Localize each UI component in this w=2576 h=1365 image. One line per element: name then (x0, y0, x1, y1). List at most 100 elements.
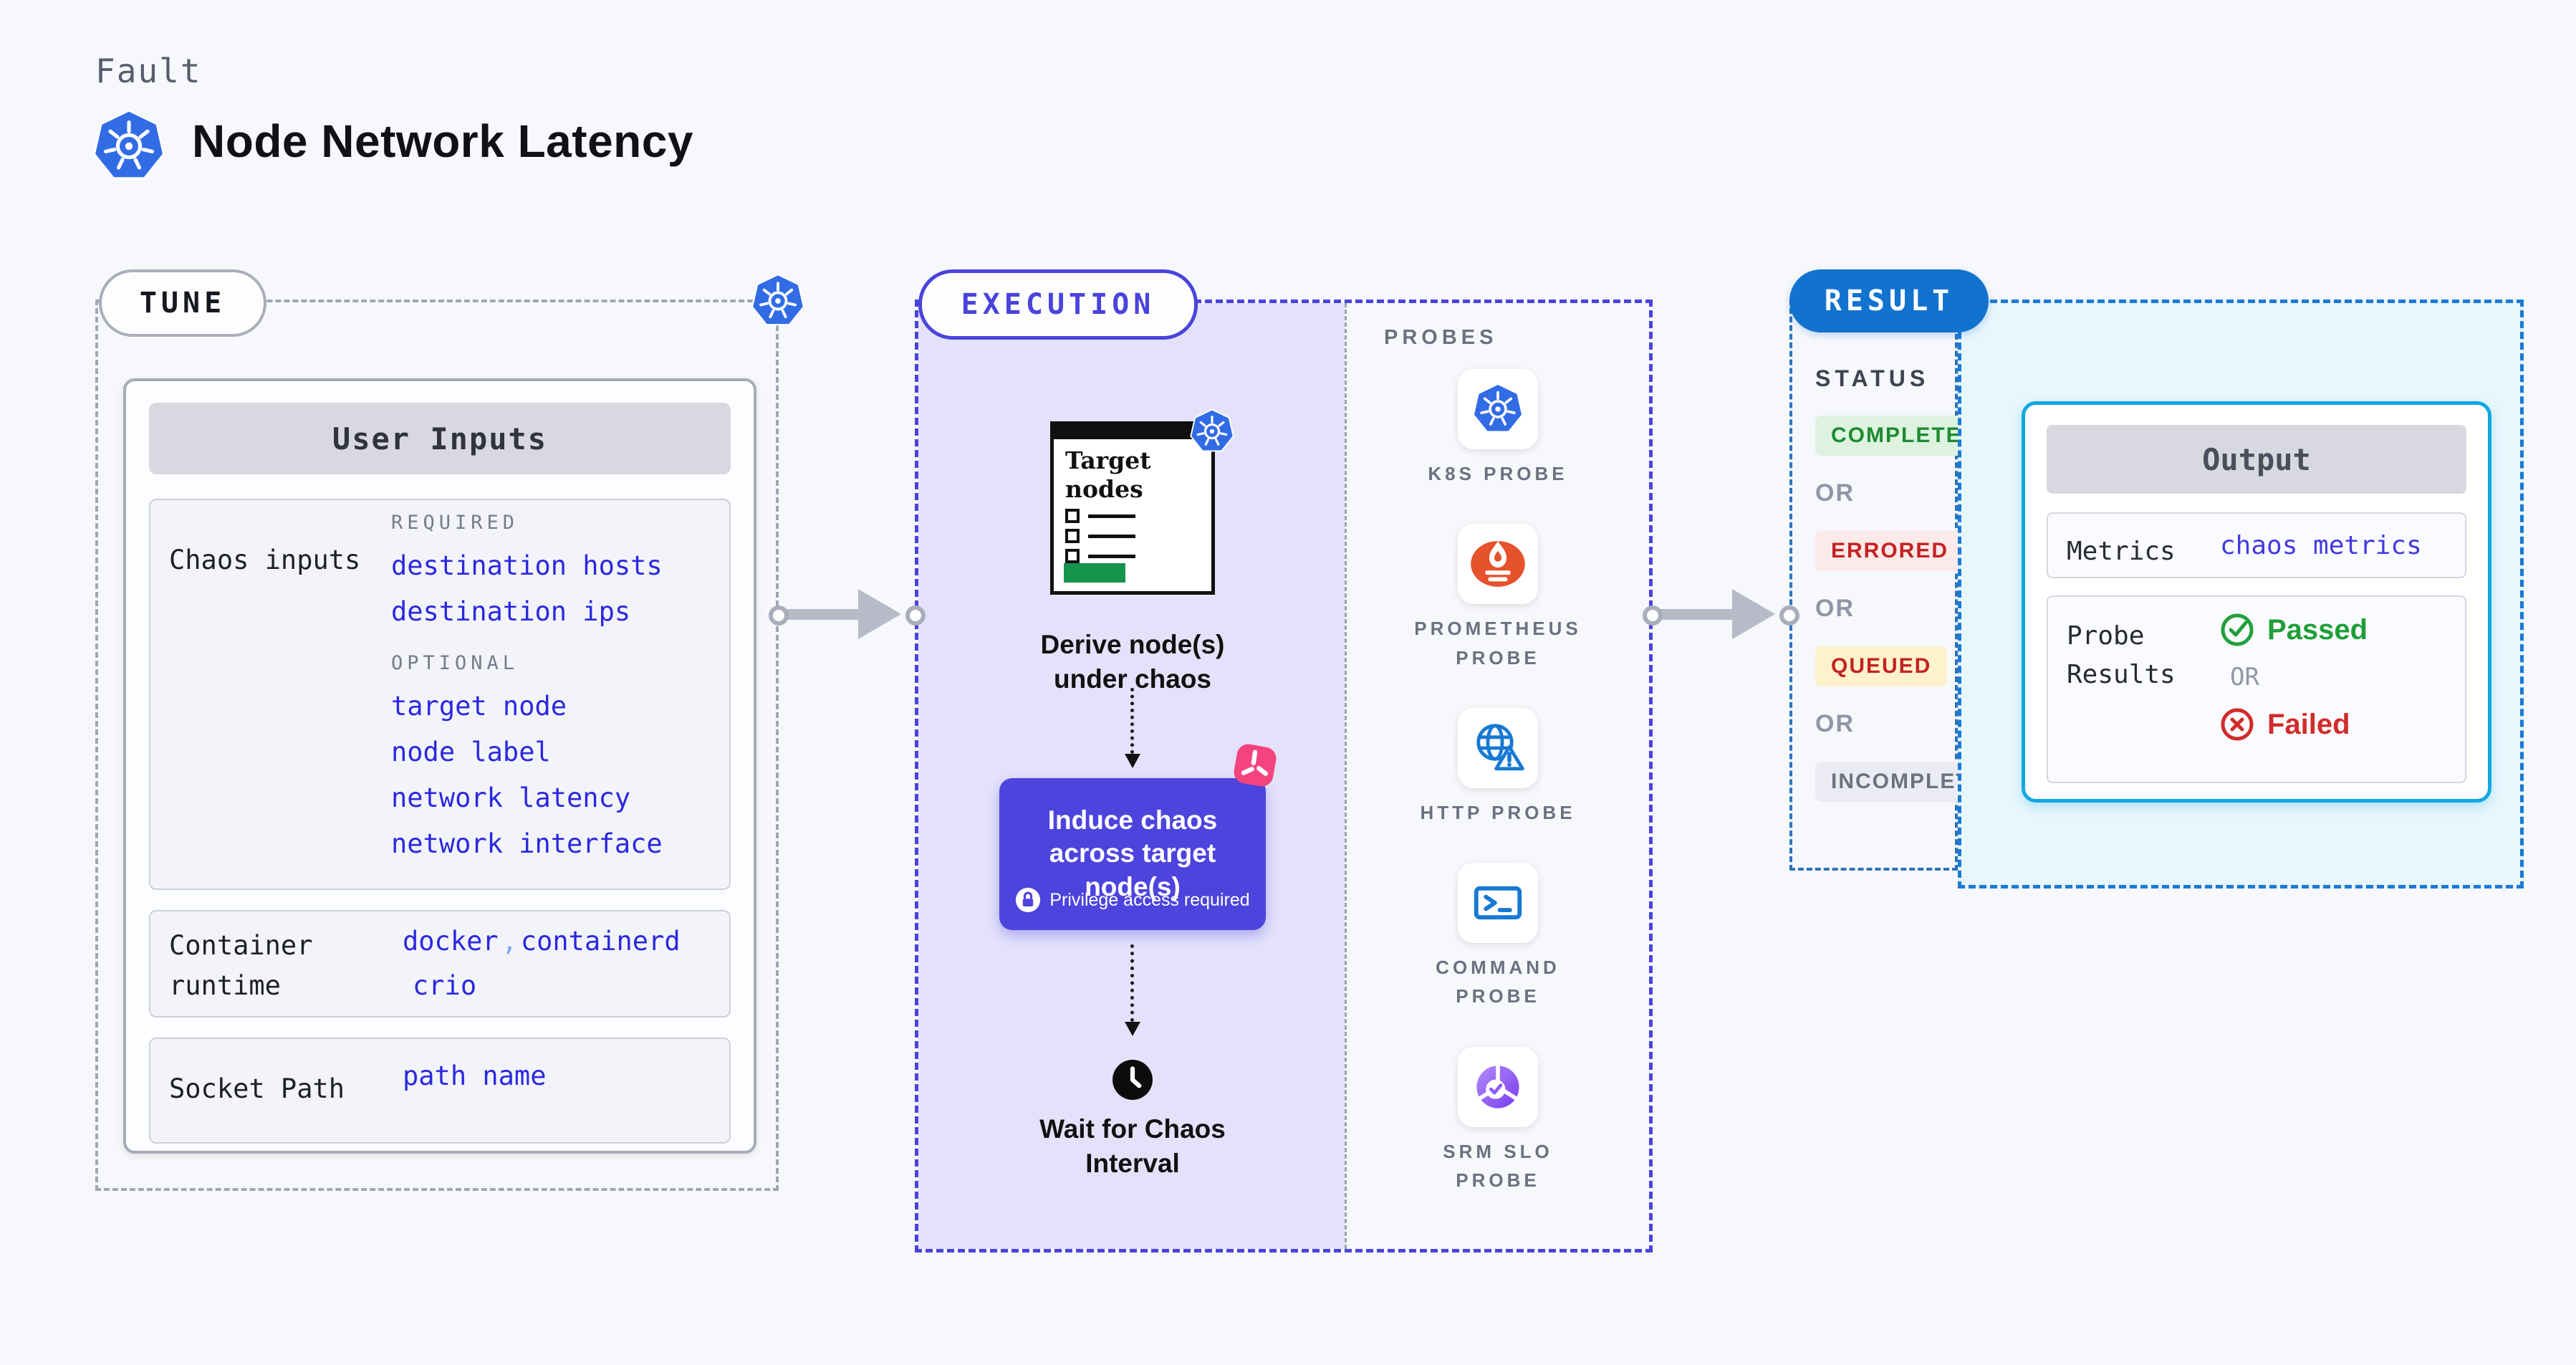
failed-label: Failed (2267, 708, 2350, 740)
optional-label: OPTIONAL (391, 652, 519, 674)
metrics-label: Metrics (2067, 537, 2176, 566)
failed-result: Failed (2220, 707, 2368, 742)
checkbox-icon (1065, 529, 1080, 544)
http-globe-icon (1469, 719, 1527, 777)
link-crio[interactable]: crio (413, 970, 477, 1001)
execution-section-box: PROBES K8S PROBE PROMETHEUS PROBE (915, 300, 1653, 1253)
prometheus-icon (1468, 534, 1528, 594)
connector-dot (905, 605, 926, 626)
text-line (1088, 554, 1135, 558)
required-label: REQUIRED (391, 512, 519, 534)
probes-label: PROBES (1384, 326, 1498, 349)
probe-label: COMMAND PROBE (1436, 957, 1560, 1007)
terminal-icon (1468, 873, 1528, 933)
wait-interval-label: Wait for Chaos Interval (1039, 1114, 1226, 1179)
passed-result: Passed (2220, 613, 2368, 647)
socket-path-row: Socket Path path name (149, 1038, 731, 1144)
link-docker[interactable]: docker (403, 926, 499, 957)
probe-results-label: Probe Results (2067, 621, 2176, 689)
status-badge-errored: ERRORED (1815, 531, 1965, 571)
probe-label: SRM SLO PROBE (1443, 1140, 1553, 1192)
probe-label: K8S PROBE (1428, 463, 1568, 484)
slo-pie-icon (1469, 1058, 1527, 1116)
runtime-comma: , (501, 926, 518, 957)
probe-card (1458, 863, 1538, 944)
link-containerd[interactable]: containerd (520, 926, 681, 957)
kubernetes-icon (1471, 382, 1524, 436)
chaos-metrics-link[interactable]: chaos metrics (2220, 531, 2422, 560)
link-path-name[interactable]: path name (403, 1060, 547, 1091)
arrow-tune-to-execution (782, 609, 862, 620)
result-badge: RESULT (1789, 269, 1989, 332)
probes-panel: PROBES K8S PROBE PROMETHEUS PROBE (1345, 303, 1649, 1249)
or-separator: OR (1815, 479, 1855, 507)
tune-section-box (95, 300, 779, 1191)
probes-list: K8S PROBE PROMETHEUS PROBE HTTP PROBE (1347, 369, 1649, 1194)
flow-arrow-head (1125, 754, 1140, 768)
privilege-note-text: Privilege access required (1049, 889, 1250, 910)
kubernetes-icon (1188, 408, 1236, 455)
flow-arrow-head (1125, 1022, 1140, 1036)
flow-dotted-line (1130, 944, 1134, 1022)
chaos-inputs-row: Chaos inputs REQUIRED destination hosts … (149, 499, 731, 890)
link-target-node[interactable]: target node (391, 691, 567, 722)
kubernetes-corner-icon (749, 272, 807, 330)
checkbox-icon (1065, 509, 1080, 524)
checkbox-row (1065, 509, 1211, 524)
user-inputs-header: User Inputs (149, 403, 731, 474)
metrics-row: Metrics chaos metrics (2047, 512, 2466, 578)
link-network-latency[interactable]: network latency (391, 782, 631, 813)
induce-chaos-title: Induce chaos across target node(s) (1047, 805, 1218, 901)
check-circle-icon (2220, 613, 2254, 647)
green-status-bar (1064, 563, 1125, 583)
probe-label: PROMETHEUS PROBE (1414, 618, 1582, 669)
link-destination-hosts[interactable]: destination hosts (391, 550, 663, 581)
probe-results-row: Probe Results Passed OR Failed (2047, 595, 2466, 783)
tune-badge: TUNE (99, 269, 266, 337)
output-card: Output Metrics chaos metrics Probe Resul… (2022, 401, 2491, 803)
probe-item-http: HTTP PROBE (1405, 707, 1591, 827)
privilege-note: Privilege access required (999, 887, 1266, 913)
kubernetes-logo-icon (90, 107, 168, 185)
link-network-interface[interactable]: network interface (391, 828, 663, 859)
checkbox-row (1065, 529, 1211, 544)
doc-titlebar (1054, 425, 1211, 439)
text-line (1088, 534, 1135, 538)
container-runtime-row: Container runtime docker , containerd cr… (149, 910, 731, 1017)
probe-card (1458, 1046, 1538, 1127)
x-circle-icon (2220, 707, 2254, 742)
checkbox-row (1065, 549, 1211, 564)
or-separator: OR (1815, 710, 1855, 737)
container-runtime-label: Container runtime (169, 930, 313, 1001)
user-inputs-panel: User Inputs Chaos inputs REQUIRED destin… (123, 378, 756, 1154)
clock-icon (1112, 1059, 1153, 1101)
connector-dot (1779, 605, 1799, 626)
derive-nodes-label: Derive node(s) under chaos (1040, 630, 1225, 694)
chaos-inputs-label: Chaos inputs (169, 545, 361, 575)
passed-label: Passed (2267, 613, 2368, 646)
arrow-execution-to-result (1658, 609, 1734, 620)
connector-dot (1643, 605, 1663, 626)
or-separator: OR (2230, 663, 2259, 691)
status-label: STATUS (1815, 365, 1930, 391)
target-nodes-graphic: Target nodes (1050, 421, 1215, 595)
arrow-head (858, 589, 901, 639)
probe-card (1458, 524, 1538, 605)
probe-card (1458, 369, 1538, 449)
output-header: Output (2047, 425, 2466, 494)
link-node-label[interactable]: node label (391, 737, 551, 767)
status-badge-queued: QUEUED (1815, 646, 1948, 686)
induce-chaos-box: Induce chaos across target node(s) Privi… (999, 778, 1266, 930)
connector-dot (769, 605, 789, 626)
link-destination-ips[interactable]: destination ips (391, 596, 631, 627)
checkbox-icon (1065, 549, 1080, 564)
flow-dotted-line (1130, 688, 1134, 754)
probe-card (1458, 707, 1538, 788)
arrow-head (1732, 589, 1775, 639)
probe-item-k8s: K8S PROBE (1405, 369, 1591, 488)
probe-label: HTTP PROBE (1420, 801, 1576, 823)
fault-kicker: Fault (95, 52, 202, 90)
result-status-box: STATUS COMPLETED OR ERRORED OR QUEUED OR… (1789, 300, 2019, 871)
execution-badge: EXECUTION (918, 269, 1198, 340)
